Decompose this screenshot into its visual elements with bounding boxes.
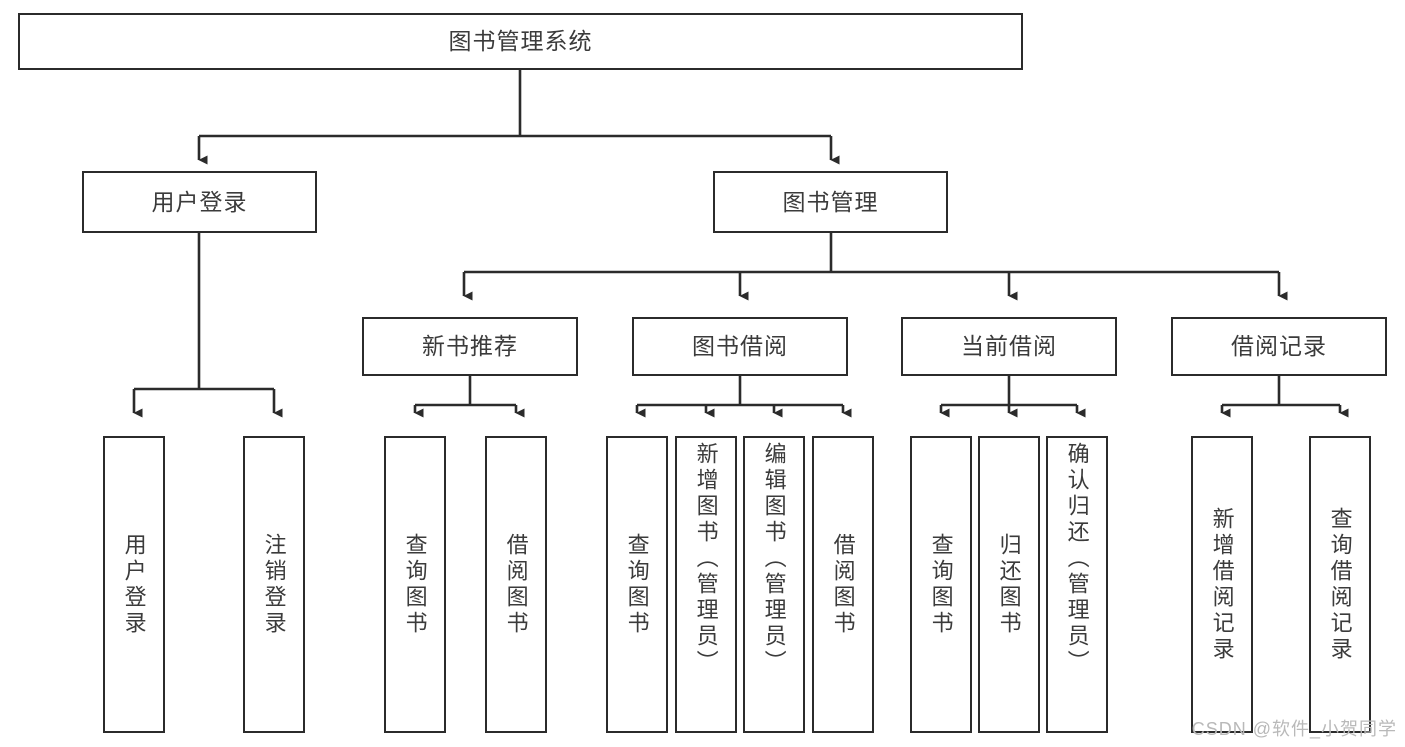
leaf-label: 查询借阅记录 xyxy=(1327,506,1353,663)
leaf-query-book-2[interactable]: 查询图书 xyxy=(606,436,668,733)
leaf-query-record[interactable]: 查询借阅记录 xyxy=(1309,436,1371,733)
leaf-label: 借阅图书 xyxy=(830,532,856,637)
leaf-label: 查询图书 xyxy=(928,532,954,637)
leaf-confirm-return[interactable]: 确认归还（管理员） xyxy=(1046,436,1108,733)
leaf-return-book[interactable]: 归还图书 xyxy=(978,436,1040,733)
leaf-label: 借阅图书 xyxy=(503,532,529,637)
leaf-label: 新增借阅记录 xyxy=(1209,506,1235,663)
leaf-query-book-3[interactable]: 查询图书 xyxy=(910,436,972,733)
leaf-edit-book[interactable]: 编辑图书（管理员） xyxy=(743,436,805,733)
leaf-label: 编辑图书（管理员） xyxy=(761,442,787,676)
node-new-book-recommend[interactable]: 新书推荐 xyxy=(362,317,578,376)
leaf-query-book-1[interactable]: 查询图书 xyxy=(384,436,446,733)
watermark-text: CSDN @软件_小贺同学 xyxy=(1191,719,1397,739)
leaf-add-record[interactable]: 新增借阅记录 xyxy=(1191,436,1253,733)
node-book-borrow[interactable]: 图书借阅 xyxy=(632,317,848,376)
node-book-manage[interactable]: 图书管理 xyxy=(713,171,948,233)
node-user-login[interactable]: 用户登录 xyxy=(82,171,317,233)
node-root-system[interactable]: 图书管理系统 xyxy=(18,13,1023,70)
leaf-label: 用户登录 xyxy=(121,532,147,637)
node-borrow-record[interactable]: 借阅记录 xyxy=(1171,317,1387,376)
leaf-add-book[interactable]: 新增图书（管理员） xyxy=(675,436,737,733)
node-current-borrow[interactable]: 当前借阅 xyxy=(901,317,1117,376)
leaf-label: 确认归还（管理员） xyxy=(1064,442,1090,676)
leaf-borrow-book-2[interactable]: 借阅图书 xyxy=(812,436,874,733)
leaf-logout-login[interactable]: 注销登录 xyxy=(243,436,305,733)
leaf-label: 注销登录 xyxy=(261,532,287,637)
leaf-label: 查询图书 xyxy=(624,532,650,637)
leaf-user-login[interactable]: 用户登录 xyxy=(103,436,165,733)
leaf-label: 新增图书（管理员） xyxy=(693,442,719,676)
leaf-label: 查询图书 xyxy=(402,532,428,637)
leaf-borrow-book-1[interactable]: 借阅图书 xyxy=(485,436,547,733)
leaf-label: 归还图书 xyxy=(996,532,1022,637)
